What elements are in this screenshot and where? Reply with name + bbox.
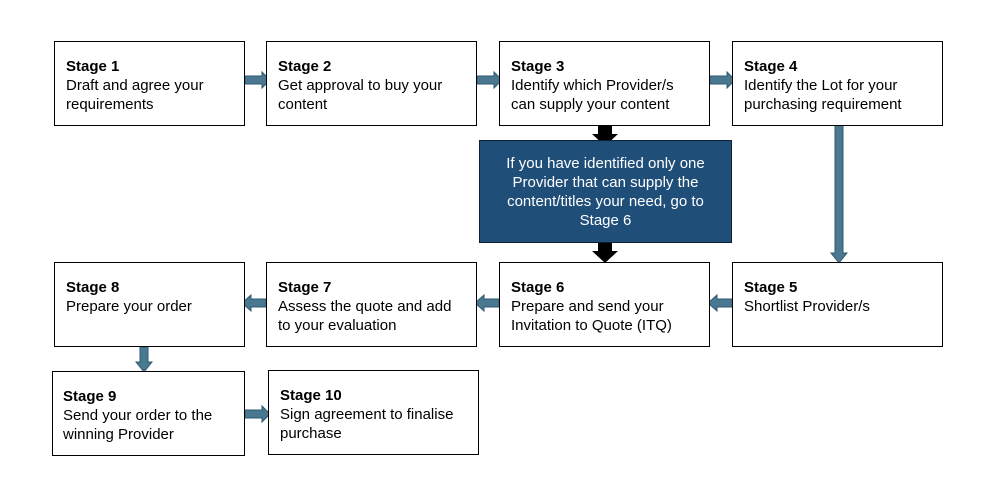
single-provider-note-text: If you have identified only one Provider… — [506, 154, 705, 229]
stage-7-box: Stage 7 Assess the quote and add to your… — [266, 262, 477, 347]
stage-4-box: Stage 4 Identify the Lot for your purcha… — [732, 41, 943, 126]
arrow-stage3-to-stage4 — [709, 70, 736, 90]
stage-4-title: Stage 4 — [744, 58, 798, 75]
arrow-stage9-to-stage10 — [244, 404, 271, 424]
arrow-stage4-to-stage5 — [829, 124, 849, 264]
stage-4-description: Identify the Lot for your purchasing req… — [744, 77, 902, 113]
stage-6-box: Stage 6 Prepare and send your Invitation… — [499, 262, 710, 347]
stage-10-box: Stage 10 Sign agreement to finalise purc… — [268, 370, 479, 455]
stage-3-box: Stage 3 Identify which Provider/s can su… — [499, 41, 710, 126]
stage-2-box: Stage 2 Get approval to buy your content — [266, 41, 477, 126]
stage-2-description: Get approval to buy your content — [278, 77, 443, 113]
stage-1-description: Draft and agree your requirements — [66, 77, 204, 113]
arrow-stage8-to-stage9 — [134, 346, 154, 373]
single-provider-note: If you have identified only one Provider… — [479, 140, 732, 243]
arrow-stage7-to-stage8 — [241, 293, 267, 313]
stage-9-title: Stage 9 — [63, 388, 117, 405]
stage-6-description: Prepare and send your Invitation to Quot… — [511, 298, 672, 334]
stage-5-box: Stage 5 Shortlist Provider/s — [732, 262, 943, 347]
arrow-stage6-to-stage7 — [474, 293, 500, 313]
stage-5-description: Shortlist Provider/s — [744, 298, 870, 315]
stage-7-title: Stage 7 — [278, 279, 332, 296]
stage-3-description: Identify which Provider/s can supply you… — [511, 77, 674, 113]
stage-8-box: Stage 8 Prepare your order — [54, 262, 245, 347]
stage-1-title: Stage 1 — [66, 58, 120, 75]
stage-5-title: Stage 5 — [744, 279, 798, 296]
arrow-stage2-to-stage3 — [476, 70, 503, 90]
stage-10-description: Sign agreement to finalise purchase — [280, 406, 454, 442]
stage-9-box: Stage 9 Send your order to the winning P… — [52, 371, 245, 456]
stage-8-title: Stage 8 — [66, 279, 120, 296]
stage-1-box: Stage 1 Draft and agree your requirement… — [54, 41, 245, 126]
stage-8-description: Prepare your order — [66, 298, 192, 315]
arrow-stage3-to-note — [592, 125, 618, 146]
stage-7-description: Assess the quote and add to your evaluat… — [278, 298, 452, 334]
stage-9-description: Send your order to the winning Provider — [63, 407, 213, 443]
stage-3-title: Stage 3 — [511, 58, 565, 75]
arrow-stage5-to-stage6 — [707, 293, 733, 313]
stage-2-title: Stage 2 — [278, 58, 332, 75]
stage-10-title: Stage 10 — [280, 387, 342, 404]
arrow-note-to-stage6 — [592, 242, 618, 263]
stage-6-title: Stage 6 — [511, 279, 565, 296]
